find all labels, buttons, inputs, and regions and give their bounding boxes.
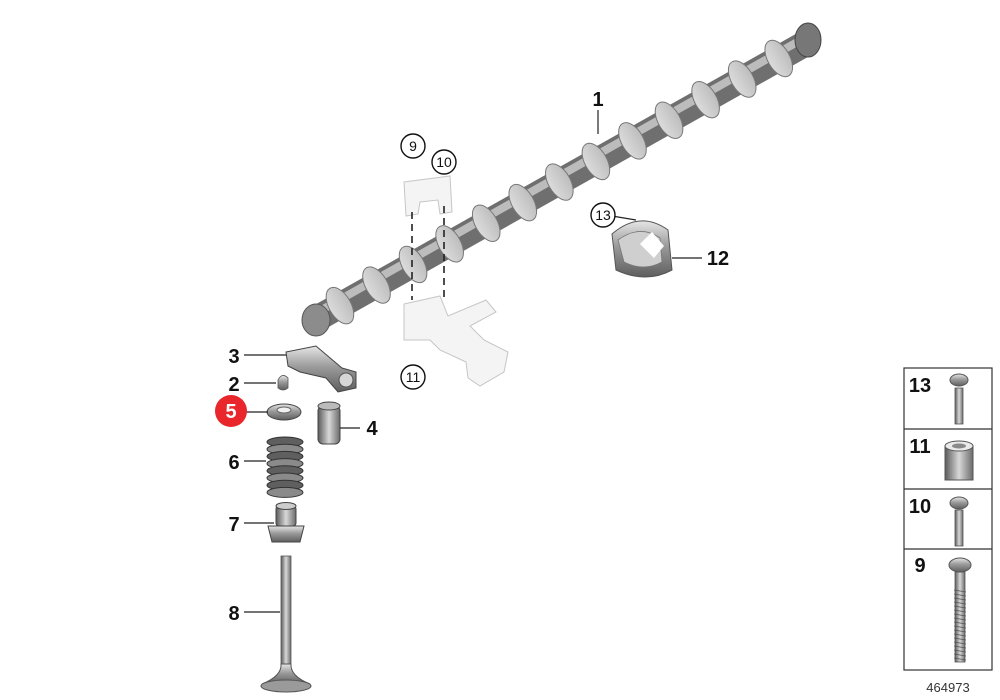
thread-line <box>953 625 967 629</box>
valve-keeper <box>277 375 289 391</box>
callout-5-highlight[interactable]: 5 <box>215 395 247 427</box>
bearing-cap-upper <box>403 175 453 217</box>
cam-lobe <box>545 163 574 201</box>
bolt-thread <box>953 589 967 661</box>
spring-retainer <box>266 403 302 421</box>
cam-lobe <box>471 204 501 242</box>
callout-11-circle: 11 <box>400 364 426 390</box>
lash-adjuster <box>317 401 341 445</box>
short-bolt-icon <box>949 373 969 425</box>
thread-line <box>953 597 967 601</box>
camshaft-lobes <box>325 39 794 325</box>
thread-line <box>953 633 967 637</box>
svg-text:11: 11 <box>406 369 421 385</box>
valve <box>260 555 312 693</box>
callout-1: 1 <box>592 89 603 111</box>
cam-lobe <box>764 39 794 78</box>
thread-line <box>953 641 967 645</box>
cam-lobe <box>398 245 428 284</box>
sleeve-icon <box>944 440 974 481</box>
callout-3: 3 <box>228 346 239 368</box>
callout-10-circle: 10 <box>431 149 457 175</box>
cam-lobe <box>362 266 391 304</box>
callout-4: 4 <box>366 418 378 440</box>
spring-coil <box>266 486 304 498</box>
thread-line <box>953 629 967 633</box>
callout-6: 6 <box>228 452 239 474</box>
thread-line <box>953 601 967 605</box>
thread-line <box>953 657 967 661</box>
valve-spring <box>266 436 304 498</box>
bearing-bracket-lower <box>403 295 509 387</box>
cam-lobe <box>727 60 757 98</box>
legend-label-11: 11 <box>909 436 930 458</box>
camshaft <box>301 22 822 337</box>
thread-line <box>953 609 967 613</box>
reference-number: 464973 <box>926 680 969 695</box>
svg-text:10: 10 <box>436 154 452 170</box>
fastener-legend: 13 11 10 9 <box>903 367 993 671</box>
thread-line <box>953 593 967 597</box>
thread-line <box>953 589 967 593</box>
thread-line <box>953 645 967 649</box>
svg-text:9: 9 <box>409 138 417 154</box>
svg-text:13: 13 <box>595 207 611 223</box>
thread-line <box>953 605 967 609</box>
callout-2: 2 <box>228 374 239 396</box>
thread-line <box>953 613 967 617</box>
legend-label-9: 9 <box>914 555 925 577</box>
thread-line <box>953 653 967 657</box>
rocker-arm <box>285 345 357 393</box>
bearing-shell <box>611 220 673 278</box>
svg-text:5: 5 <box>225 401 236 423</box>
callout-13-circle: 13 <box>590 202 616 228</box>
callout-12: 12 <box>707 248 729 270</box>
thread-line <box>953 637 967 641</box>
long-bolt-icon <box>948 557 972 663</box>
callout-9-circle: 9 <box>400 133 426 159</box>
legend-label-13: 13 <box>909 375 931 397</box>
cam-lobe <box>654 101 684 139</box>
valve-stem-seal <box>267 502 305 543</box>
cam-lobe <box>325 286 355 325</box>
thread-line <box>953 617 967 621</box>
cam-lobe <box>435 225 464 263</box>
callout-8: 8 <box>228 603 239 625</box>
legend-label-10: 10 <box>909 496 931 518</box>
medium-bolt-icon <box>949 496 969 547</box>
cam-lobe <box>508 183 538 222</box>
thread-line <box>953 621 967 625</box>
cam-lobe <box>581 142 611 181</box>
callout-7: 7 <box>228 514 239 536</box>
thread-line <box>953 649 967 653</box>
cam-lobe <box>691 80 720 119</box>
cam-lobe <box>618 122 647 160</box>
